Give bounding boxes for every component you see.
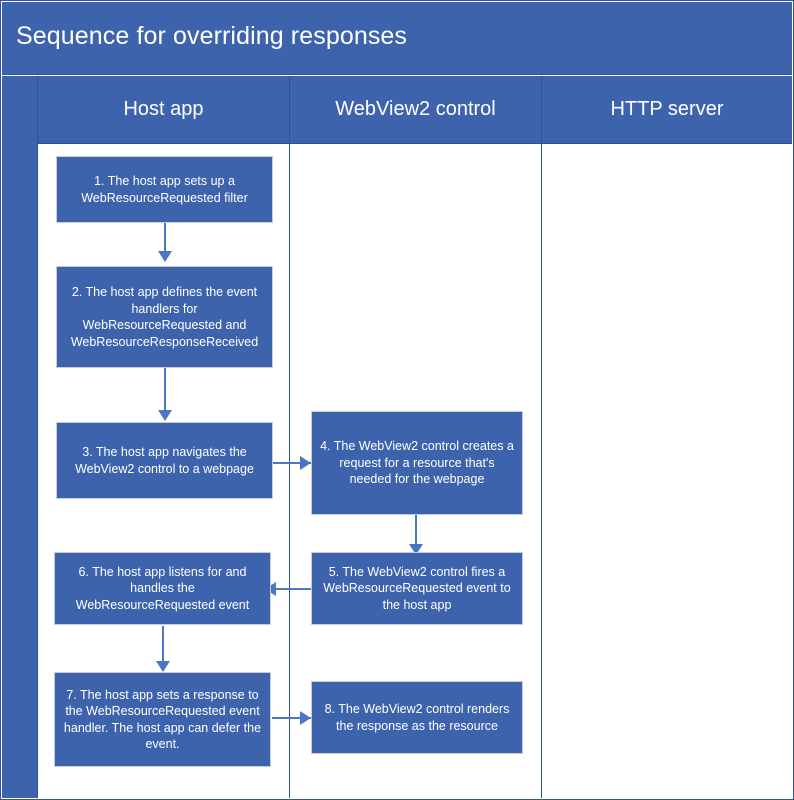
arrow-head-1-to-2 bbox=[158, 251, 172, 262]
lane-header-label: Host app bbox=[123, 98, 204, 120]
lane-header-http-server: HTTP server bbox=[542, 76, 792, 144]
arrow-head-6-to-7 bbox=[156, 661, 170, 672]
connector-2-to-3 bbox=[164, 367, 166, 415]
step-node-label: 3. The host app navigates the WebView2 c… bbox=[75, 445, 254, 476]
connector-5-to-6 bbox=[265, 588, 315, 590]
diagram-title-bar: Sequence for overriding responses bbox=[2, 2, 792, 75]
step-node-7[interactable]: 7. The host app sets a response to the W… bbox=[54, 672, 271, 767]
step-node-label: 7. The host app sets a response to the W… bbox=[63, 687, 262, 752]
connector-3-to-4 bbox=[272, 462, 312, 464]
arrow-head-7-to-8 bbox=[300, 711, 311, 725]
step-node-label: 6. The host app listens for and handles … bbox=[75, 564, 250, 612]
step-node-6[interactable]: 6. The host app listens for and handles … bbox=[54, 552, 271, 625]
lane-header-label: HTTP server bbox=[610, 98, 724, 120]
step-node-label: 2. The host app defines the event handle… bbox=[70, 285, 259, 349]
arrow-head-4-to-5 bbox=[409, 544, 423, 555]
step-node-3[interactable]: 3. The host app navigates the WebView2 c… bbox=[56, 422, 273, 499]
arrow-head-3-to-4 bbox=[300, 456, 311, 470]
step-node-label: 8. The WebView2 control renders the resp… bbox=[324, 702, 510, 733]
left-accent-band bbox=[2, 76, 38, 798]
step-node-label: 5. The WebView2 control fires a WebResou… bbox=[323, 564, 511, 612]
step-node-1[interactable]: 1. The host app sets up a WebResourceReq… bbox=[56, 156, 273, 223]
arrow-head-2-to-3 bbox=[158, 410, 172, 421]
page-title: Sequence for overriding responses bbox=[16, 22, 408, 50]
lane-header-host-app: Host app bbox=[38, 76, 290, 144]
step-node-4[interactable]: 4. The WebView2 control creates a reques… bbox=[311, 411, 523, 515]
step-node-label: 1. The host app sets up a WebResourceReq… bbox=[81, 174, 248, 205]
lane-header-webview2-control: WebView2 control bbox=[290, 76, 542, 144]
step-node-label: 4. The WebView2 control creates a reques… bbox=[320, 439, 514, 487]
step-node-5[interactable]: 5. The WebView2 control fires a WebResou… bbox=[311, 552, 523, 625]
connector-4-to-5 bbox=[415, 514, 417, 550]
lane-header-label: WebView2 control bbox=[335, 98, 496, 120]
connector-1-to-2 bbox=[164, 222, 166, 256]
connector-7-to-8 bbox=[272, 717, 312, 719]
step-node-2[interactable]: 2. The host app defines the event handle… bbox=[56, 266, 273, 368]
step-node-8[interactable]: 8. The WebView2 control renders the resp… bbox=[311, 681, 523, 754]
connector-6-to-7 bbox=[162, 626, 164, 666]
lane-body-http-server bbox=[542, 144, 792, 798]
